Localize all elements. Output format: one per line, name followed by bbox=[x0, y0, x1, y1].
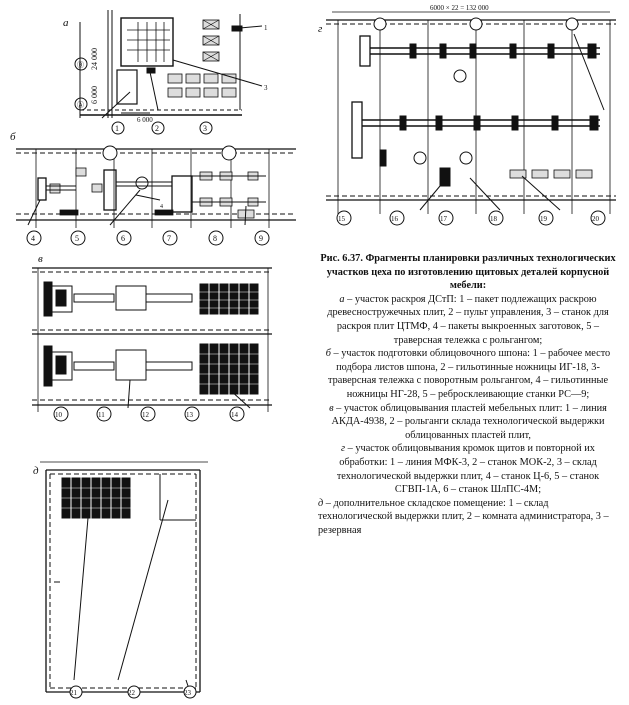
caption-part-a: а – участок раскроя ДСтП: 1 – пакет подл… bbox=[318, 293, 618, 347]
panel-b-axis-7: 7 bbox=[167, 234, 171, 243]
panel-g-letter: г bbox=[318, 23, 323, 35]
panel-a-dim-vertical-1: 24 000 bbox=[90, 48, 99, 70]
caption-text-g: – участок облицовывания кромок щитов и п… bbox=[336, 443, 600, 496]
caption-text-b: – участок подготовки облицовочного шпона… bbox=[327, 348, 611, 400]
panel-v: в bbox=[32, 253, 272, 422]
panel-v-axis-11: 11 bbox=[98, 411, 105, 419]
panel-a-axis-3: 3 bbox=[203, 124, 207, 133]
panel-b-callout-4: 4 bbox=[160, 204, 163, 210]
panel-a-axis-2: 2 bbox=[155, 124, 159, 133]
panel-b-letter: б bbox=[10, 131, 16, 143]
panel-d-axis-23: 23 bbox=[184, 689, 192, 697]
panel-v-axis-13: 13 bbox=[186, 411, 194, 419]
panel-v-letter: в bbox=[38, 253, 43, 265]
caption-letter-b: б bbox=[325, 348, 331, 360]
figure-caption: Рис. 6.37. Фрагменты планировки различны… bbox=[318, 252, 618, 537]
panel-b-axis-8: 8 bbox=[213, 234, 217, 243]
panel-g-axis-15: 15 bbox=[338, 215, 346, 223]
panel-a-callout-3: 3 bbox=[264, 84, 268, 92]
caption-letter-v: в bbox=[329, 402, 334, 414]
panel-b-axis-6: 6 bbox=[121, 234, 125, 243]
caption-part-v: в – участок облицовывания пластей мебель… bbox=[318, 402, 618, 443]
panel-d: д 21 22 23 bbox=[33, 461, 208, 699]
panel-a-axis-1: 1 bbox=[115, 124, 119, 133]
panel-b: б 4 4 bbox=[10, 131, 296, 246]
panel-d-axis-22: 22 bbox=[128, 689, 136, 697]
caption-text-a: – участок раскроя ДСтП: 1 – пакет подлеж… bbox=[327, 293, 609, 346]
panel-a-row-mark-b: Ⓑ bbox=[77, 61, 84, 69]
caption-part-g: г – участок облицовывания кромок щитов и… bbox=[318, 442, 618, 496]
caption-part-b: б – участок подготовки облицовочного шпо… bbox=[318, 347, 618, 401]
panel-a-dim-vertical-2: 6 000 bbox=[90, 86, 99, 104]
panel-g: 6000 × 22 = 132 000 г bbox=[318, 4, 616, 226]
panel-b-axis-9: 9 bbox=[259, 234, 263, 243]
panel-g-axis-20: 20 bbox=[592, 215, 600, 223]
caption-text-v: – участок облицовывания пластей мебельны… bbox=[331, 402, 607, 441]
caption-text-d: – дополнительное складское помещение: 1 … bbox=[318, 497, 609, 536]
panel-g-axis-18: 18 bbox=[490, 215, 498, 223]
caption-letter-d: д bbox=[318, 497, 324, 509]
panel-v-axis-14: 14 bbox=[231, 411, 239, 419]
panel-a: а 24 000 6 000 bbox=[63, 10, 268, 135]
panel-b-axis-5: 5 bbox=[75, 234, 79, 243]
panel-a-dim-horizontal: 6 000 bbox=[137, 116, 153, 124]
panel-v-axis-10: 10 bbox=[55, 411, 63, 419]
caption-letter-a: а bbox=[339, 293, 345, 305]
panel-a-letter: а bbox=[63, 17, 69, 29]
panel-g-top-dim: 6000 × 22 = 132 000 bbox=[430, 4, 489, 12]
caption-title: Рис. 6.37. Фрагменты планировки различны… bbox=[320, 253, 616, 292]
panel-a-row-mark-a: Ⓐ bbox=[77, 101, 84, 109]
panel-d-axis-21: 21 bbox=[70, 689, 78, 697]
caption-part-d: д – дополнительное складское помещение: … bbox=[318, 497, 618, 538]
panel-d-letter: д bbox=[33, 465, 39, 477]
panel-v-axis-12: 12 bbox=[142, 411, 150, 419]
panel-a-callout-1: 1 bbox=[264, 24, 268, 32]
caption-letter-g: г bbox=[341, 443, 346, 455]
panel-b-axis-4: 4 bbox=[31, 234, 35, 243]
panel-g-axis-19: 19 bbox=[540, 215, 548, 223]
panel-g-axis-16: 16 bbox=[391, 215, 399, 223]
panel-g-axis-17: 17 bbox=[440, 215, 448, 223]
